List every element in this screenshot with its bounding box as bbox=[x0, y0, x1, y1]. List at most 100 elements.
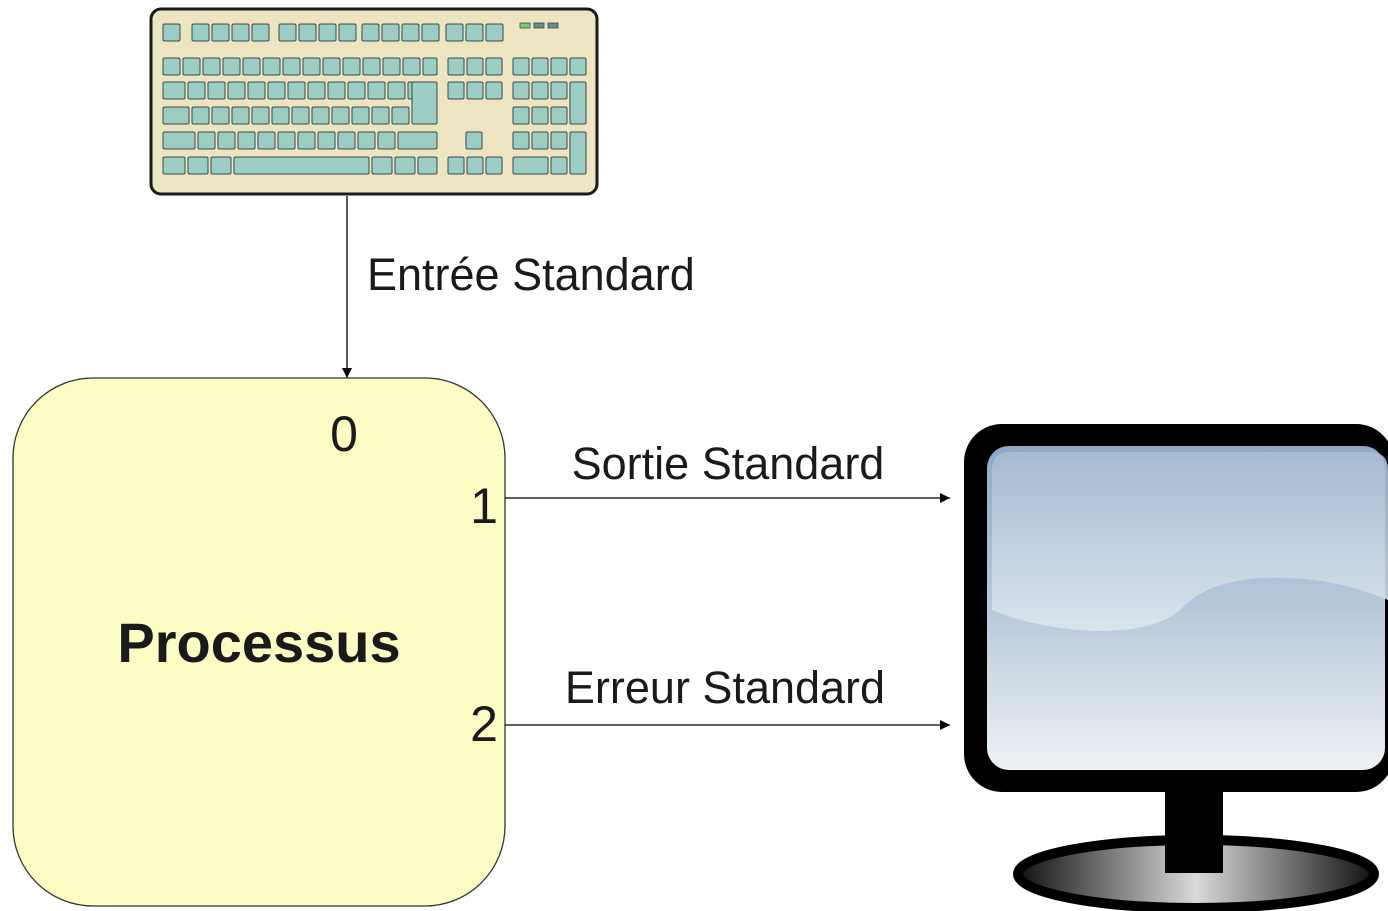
keyboard-key bbox=[307, 81, 326, 100]
keyboard-key bbox=[550, 81, 568, 100]
stdin-label: Entrée Standard bbox=[367, 249, 695, 300]
keyboard-key bbox=[362, 57, 381, 76]
keyboard-key bbox=[317, 131, 336, 150]
keyboard-key bbox=[291, 106, 310, 125]
keyboard-leds bbox=[519, 22, 559, 29]
keyboard-key bbox=[222, 57, 241, 76]
keyboard-key bbox=[267, 81, 286, 100]
keyboard-key bbox=[401, 23, 420, 42]
keyboard-key bbox=[377, 131, 396, 150]
keyboard-key bbox=[387, 81, 406, 100]
keyboard-keys bbox=[162, 23, 587, 175]
keyboard-key bbox=[447, 156, 465, 175]
keyboard-key bbox=[531, 106, 549, 125]
keyboard-key bbox=[231, 23, 250, 42]
keyboard-key bbox=[278, 23, 297, 42]
keyboard-key bbox=[207, 81, 226, 100]
keyboard-key bbox=[569, 57, 587, 76]
keyboard-key bbox=[466, 81, 484, 100]
keyboard-key bbox=[411, 81, 438, 125]
keyboard-key bbox=[327, 81, 346, 100]
keyboard-key bbox=[162, 23, 181, 42]
keyboard-key bbox=[162, 57, 181, 76]
keyboard-key bbox=[322, 57, 341, 76]
keyboard-key bbox=[331, 106, 350, 125]
keyboard-key bbox=[342, 57, 361, 76]
keyboard-key bbox=[512, 57, 530, 76]
keyboard-key bbox=[227, 81, 246, 100]
keyboard-key bbox=[512, 106, 530, 125]
keyboard-key bbox=[347, 81, 366, 100]
keyboard-key bbox=[371, 106, 390, 125]
keyboard-key bbox=[367, 81, 386, 100]
keyboard-key bbox=[512, 156, 549, 175]
keyboard-key bbox=[447, 81, 465, 100]
keyboard-key bbox=[485, 23, 504, 42]
keyboard-key bbox=[162, 131, 196, 150]
keyboard-key bbox=[210, 156, 232, 175]
keyboard-key bbox=[512, 131, 530, 150]
keyboard-key bbox=[422, 57, 438, 76]
keyboard-key bbox=[162, 81, 186, 100]
stdout-label: Sortie Standard bbox=[572, 438, 885, 489]
keyboard-key bbox=[251, 23, 270, 42]
keyboard-key bbox=[298, 23, 317, 42]
monitor-icon bbox=[964, 424, 1388, 911]
keyboard-key bbox=[485, 57, 503, 76]
keyboard-key bbox=[247, 81, 266, 100]
keyboard-icon bbox=[149, 7, 599, 196]
keyboard-key bbox=[550, 106, 568, 125]
keyboard-key bbox=[466, 57, 484, 76]
keyboard-key bbox=[485, 156, 503, 175]
keyboard-key bbox=[357, 131, 376, 150]
keyboard-key bbox=[318, 23, 337, 42]
keyboard-key bbox=[162, 106, 190, 125]
keyboard-key bbox=[381, 23, 400, 42]
keyboard-key bbox=[445, 23, 464, 42]
keyboard-key bbox=[550, 57, 568, 76]
process-box bbox=[12, 377, 506, 907]
keyboard-key bbox=[531, 57, 549, 76]
keyboard-key bbox=[297, 131, 316, 150]
keyboard-key bbox=[361, 23, 380, 42]
keyboard-key bbox=[217, 131, 236, 150]
keyboard-key bbox=[391, 106, 410, 125]
fd-stdout: 1 bbox=[470, 478, 498, 534]
keyboard-key bbox=[417, 156, 438, 175]
keyboard-key bbox=[257, 131, 276, 150]
keyboard-key bbox=[421, 23, 440, 42]
keyboard-key bbox=[465, 131, 483, 150]
keyboard-key bbox=[512, 81, 530, 100]
keyboard-key bbox=[197, 131, 216, 150]
keyboard-key bbox=[569, 81, 587, 125]
keyboard-key bbox=[311, 106, 330, 125]
keyboard-key bbox=[211, 23, 230, 42]
keyboard-key bbox=[187, 156, 209, 175]
keyboard-key bbox=[282, 57, 301, 76]
keyboard-key bbox=[302, 57, 321, 76]
keyboard-key bbox=[233, 156, 370, 175]
stderr-label: Erreur Standard bbox=[565, 662, 885, 713]
keyboard-key bbox=[569, 131, 587, 175]
keyboard-key bbox=[531, 81, 549, 100]
keyboard-key bbox=[466, 156, 484, 175]
keyboard-key bbox=[277, 131, 296, 150]
keyboard-key bbox=[550, 156, 568, 175]
keyboard-key bbox=[338, 23, 357, 42]
fd-stdin: 0 bbox=[330, 406, 358, 462]
keyboard-key bbox=[287, 81, 306, 100]
keyboard-key bbox=[485, 81, 503, 100]
keyboard-key bbox=[191, 106, 210, 125]
keyboard-key bbox=[187, 81, 206, 100]
keyboard-key bbox=[531, 131, 549, 150]
keyboard-key bbox=[191, 23, 210, 42]
keyboard-key bbox=[271, 106, 290, 125]
keyboard-key bbox=[447, 57, 465, 76]
keyboard-key bbox=[337, 131, 356, 150]
keyboard-key bbox=[371, 156, 393, 175]
keyboard-key bbox=[237, 131, 256, 150]
keyboard-key bbox=[182, 57, 201, 76]
keyboard-key bbox=[465, 23, 484, 42]
keyboard-key bbox=[262, 57, 281, 76]
